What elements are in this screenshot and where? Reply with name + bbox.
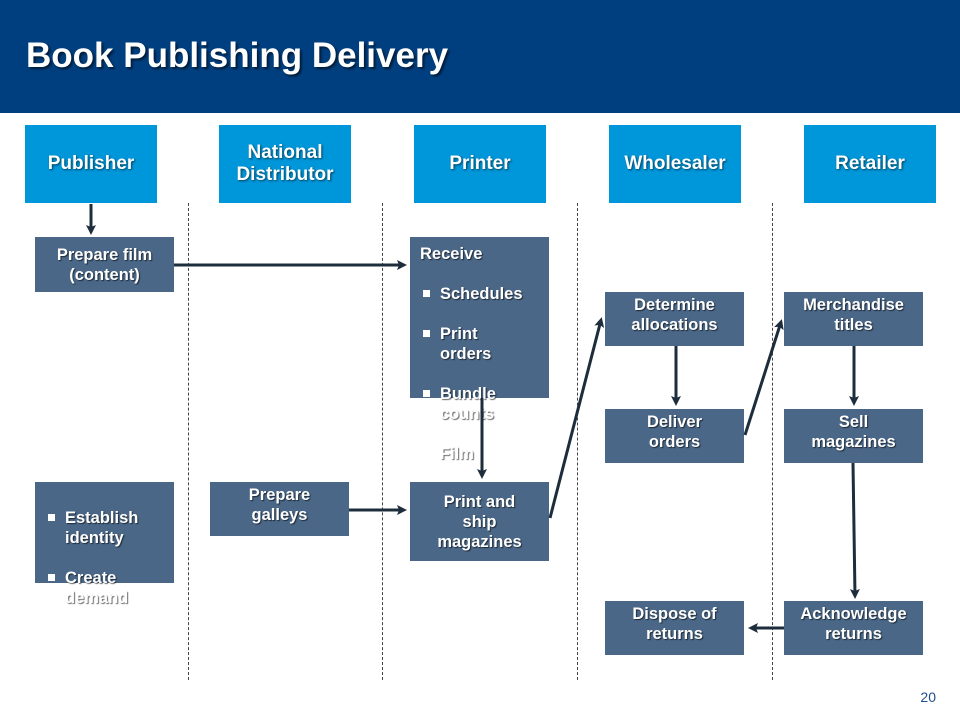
arrow-sell-to-acknowledge <box>849 462 860 599</box>
receive-heading: Receive <box>420 245 483 263</box>
page-title: Book Publishing Delivery <box>26 36 449 75</box>
arrow-deliver-to-merchandise <box>743 319 784 436</box>
lane-header-publisher: Publisher <box>25 125 157 203</box>
page-number: 20 <box>920 689 936 705</box>
arrow-print-to-allocations <box>548 317 605 519</box>
dispose-of-returns-box: Dispose of returns <box>605 601 744 655</box>
lane-divider <box>382 203 383 680</box>
list-item: Schedules <box>420 284 523 304</box>
prepare-galleys-box: Prepare galleys <box>210 482 349 536</box>
lane-divider <box>577 203 578 680</box>
lane-divider <box>188 203 189 680</box>
lane-header-printer: Printer <box>414 125 546 203</box>
determine-allocations-box: Determine allocations <box>605 292 744 346</box>
lane-divider <box>772 203 773 680</box>
print-and-ship-box: Print and ship magazines <box>410 482 549 561</box>
acknowledge-returns-box: Acknowledge returns <box>784 601 923 655</box>
title-bar: Book Publishing Delivery <box>0 0 960 113</box>
list-item: Create demand <box>45 568 138 608</box>
publisher-activities-box: Establish identity Create demand <box>35 482 174 607</box>
lane-header-retailer: Retailer <box>804 125 936 203</box>
lane-header-national-distributor: National Distributor <box>219 125 351 203</box>
sell-magazines-box: Sell magazines <box>784 409 923 463</box>
list-item: Film <box>420 444 523 464</box>
prepare-film-box: Prepare film (content) <box>35 237 174 292</box>
merchandise-titles-box: Merchandise titles <box>784 292 923 346</box>
list-item: Print orders <box>420 324 523 364</box>
list-item: Establish identity <box>45 508 138 548</box>
lane-header-wholesaler: Wholesaler <box>609 125 741 203</box>
deliver-orders-box: Deliver orders <box>605 409 744 463</box>
